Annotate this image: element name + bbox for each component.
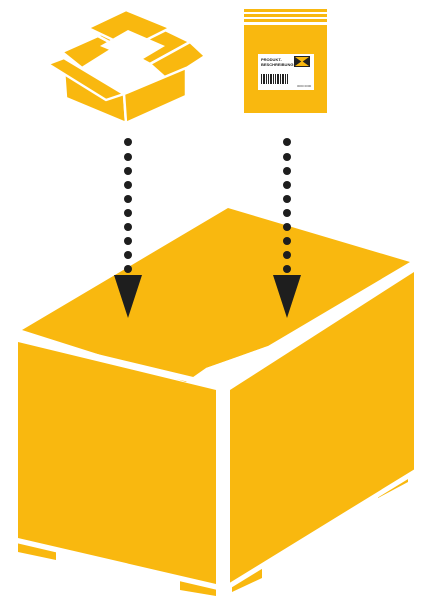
pallet-box-base xyxy=(13,467,420,591)
barcode-icon xyxy=(261,74,288,84)
padded-envelope-icon: PRODUKT- BESCHREIBUNG xyxy=(244,9,327,113)
pallet-foot-front xyxy=(180,580,216,596)
pallet-box-top xyxy=(22,208,410,382)
box-opening xyxy=(100,30,165,62)
pallet-box-lid-notch xyxy=(206,346,268,374)
box-side-right xyxy=(122,66,188,125)
arrow-right-head xyxy=(273,275,301,318)
product-label: PRODUKT- BESCHREIBUNG xyxy=(258,54,314,90)
dotted-down-arrow-icon xyxy=(273,138,301,318)
pallet-box-side xyxy=(230,272,414,586)
large-pallet-box-icon xyxy=(13,208,420,596)
pallet-box-rim xyxy=(17,265,416,389)
box-flap-front xyxy=(46,56,126,102)
arrow-left-dots xyxy=(124,138,132,273)
label-line-2: BESCHREIBUNG xyxy=(261,62,293,67)
box-flap-right xyxy=(148,40,207,82)
pouch-stripe-3 xyxy=(244,19,327,22)
label-line-1: PRODUKT- xyxy=(261,57,283,62)
arrow-right-dots xyxy=(283,138,291,273)
pallet-foot-center xyxy=(232,568,262,592)
arrow-left-head xyxy=(114,275,142,318)
pouch-stripe-2 xyxy=(244,14,327,17)
stamp-icon xyxy=(294,56,310,67)
pallet-foot-left xyxy=(18,542,56,560)
open-cardboard-box-icon xyxy=(46,8,207,125)
dotted-down-arrow-icon xyxy=(114,138,142,318)
pouch-stripe-1 xyxy=(244,9,327,12)
pallet-box-front xyxy=(18,342,216,584)
label-code: 0000 0000 xyxy=(297,84,312,88)
